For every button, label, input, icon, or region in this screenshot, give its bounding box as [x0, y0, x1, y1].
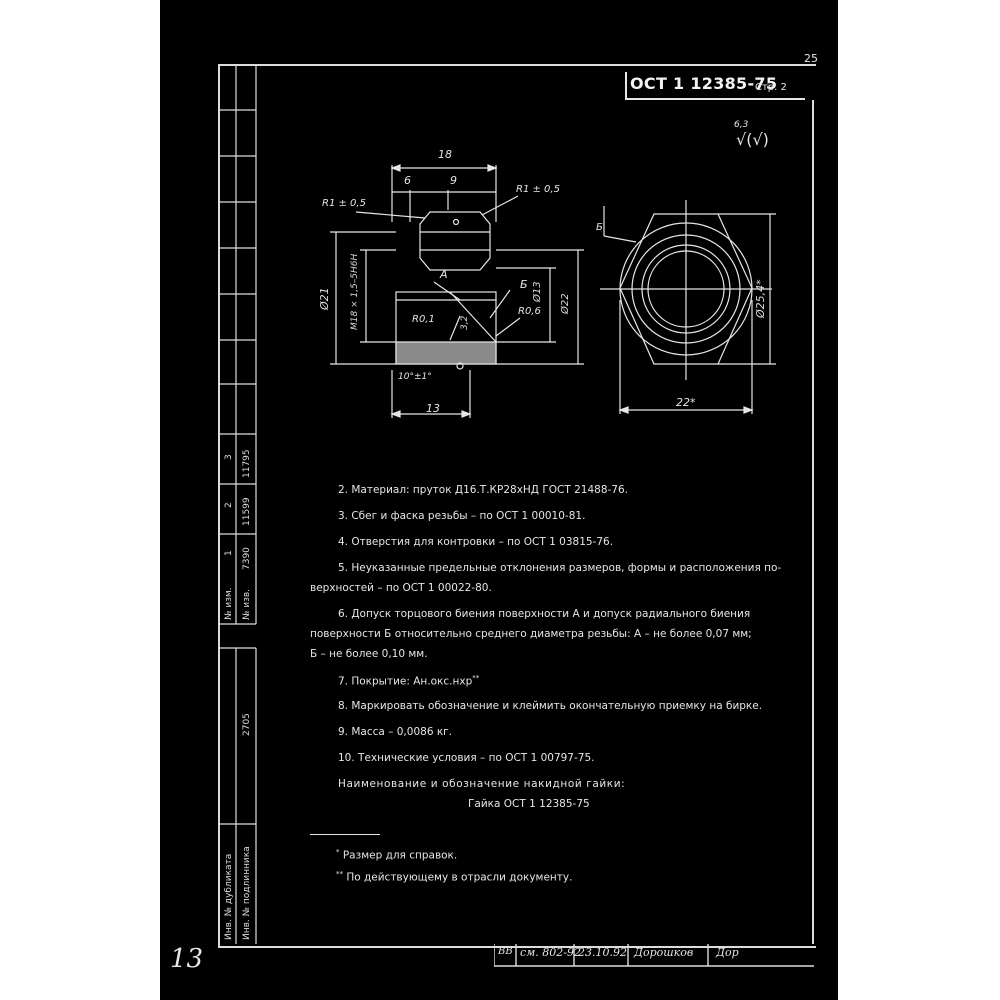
note-4: 4. Отверстия для контровки – по ОСТ 1 03… — [338, 536, 614, 548]
value-11795: 11795 — [242, 449, 252, 478]
across-corners: Ø25,4* — [754, 279, 767, 318]
nut-drawing — [330, 164, 776, 418]
stamp-cell-3: 23.10.92 — [578, 946, 627, 959]
roughness-value: 6,3 — [734, 120, 749, 130]
footnote-2: ** По действующему в отрасли документу. — [336, 870, 572, 884]
surface-a-label: А — [440, 268, 448, 281]
name-value: Гайка ОСТ 1 12385-75 — [468, 798, 590, 810]
r06-label: R0,6 — [518, 306, 541, 317]
label-dubl: Инв. № дубликата — [224, 853, 234, 940]
bottom-stamp — [494, 944, 814, 967]
note-6-cont: поверхности Б относительно среднего диам… — [310, 628, 752, 640]
note-9: 9. Масса – 0,0086 кг. — [338, 726, 453, 738]
note-6: 6. Допуск торцового биения поверхности А… — [338, 608, 751, 620]
col-number-2: 2 — [224, 502, 234, 508]
note-3: 3. Сбег и фаска резьбы – по ОСТ 1 00010-… — [338, 510, 586, 522]
note-8: 8. Маркировать обозначение и клеймить ок… — [338, 700, 763, 712]
footnote-2-mark: ** — [336, 870, 343, 878]
stamp-cell-2: см. 802-92 — [520, 946, 581, 959]
label-podl: Инв. № подлинника — [242, 846, 252, 940]
view-letter: Б — [596, 222, 603, 233]
stamp-cell-4: Дорошков — [634, 946, 694, 959]
note-6-cont2: Б – не более 0,10 мм. — [310, 648, 428, 660]
side-table — [218, 64, 257, 944]
hex-view — [600, 200, 776, 414]
code-2705: 2705 — [242, 713, 252, 736]
angle-label: 10°±1° — [398, 372, 432, 382]
stamp-cell-1: ВВ — [498, 946, 513, 957]
dia-outer: Ø21 — [318, 287, 331, 310]
note-5-cont: верхностей – по ОСТ 1 00022-80. — [310, 582, 492, 594]
footnote-1: * Размер для справок. — [336, 848, 457, 862]
col-number-3: 3 — [224, 454, 234, 460]
note-5: 5. Неуказанные предельные отклонения раз… — [338, 562, 782, 574]
value-7390: 7390 — [242, 547, 252, 570]
dim-total: 18 — [438, 148, 452, 161]
dia-22: Ø22 — [560, 293, 571, 314]
dim-left: 6 — [404, 174, 411, 187]
footnote-1-text: Размер для справок. — [342, 849, 458, 862]
sheet-frame-right — [812, 100, 814, 944]
page-label: Стр. 2 — [755, 82, 787, 93]
surface-b-label: Б — [520, 278, 528, 291]
thread-label: М18 × 1,5–5Н6Н — [350, 253, 360, 330]
note-10: 10. Технические условия – по ОСТ 1 00797… — [338, 752, 595, 764]
footnote-1-mark: * — [336, 848, 340, 856]
section-view — [330, 164, 584, 418]
dim-32: 3,2 — [460, 315, 470, 330]
across-flats: 22* — [676, 396, 696, 409]
footnote-rule — [310, 834, 380, 835]
coating-mark: ** — [472, 674, 480, 682]
note-7: 7. Покрытие: Ан.окс.нхр** — [338, 674, 479, 688]
radius-right: R1 ± 0,5 — [516, 184, 560, 195]
r01-label: R0,1 — [412, 314, 435, 325]
title-box — [625, 72, 805, 100]
value-11599: 11599 — [242, 497, 252, 526]
dim-mid: 9 — [450, 174, 457, 187]
radius-left: R1 ± 0,5 — [322, 198, 366, 209]
note-2: 2. Материал: пруток Д16.Т.КР28хНД ГОСТ 2… — [338, 484, 628, 496]
label-izv: № изв. — [242, 588, 252, 620]
roughness-symbol: √(√) — [736, 130, 769, 149]
drawing-sheet: 25 ОСТ 1 12385-75 Стр. 2 6,3 √(√) — [160, 0, 838, 1000]
label-izm: № изм. — [224, 587, 234, 620]
dia-bore: Ø13 — [532, 281, 543, 302]
col-number-1: 1 — [224, 550, 234, 556]
sheet-frame — [218, 64, 816, 948]
footnote-2-text: По действующему в отрасли документу. — [346, 871, 573, 884]
name-heading: Наименование и обозначение накидной гайк… — [338, 778, 626, 790]
document-code: ОСТ 1 12385-75 — [630, 74, 778, 93]
stamp-cell-5: Дор — [716, 946, 739, 959]
page-number: 25 — [804, 52, 818, 65]
note-7-text: 7. Покрытие: Ан.окс.нхр — [338, 675, 473, 688]
dim-13: 13 — [426, 402, 440, 415]
margin-number: 13 — [170, 944, 204, 974]
